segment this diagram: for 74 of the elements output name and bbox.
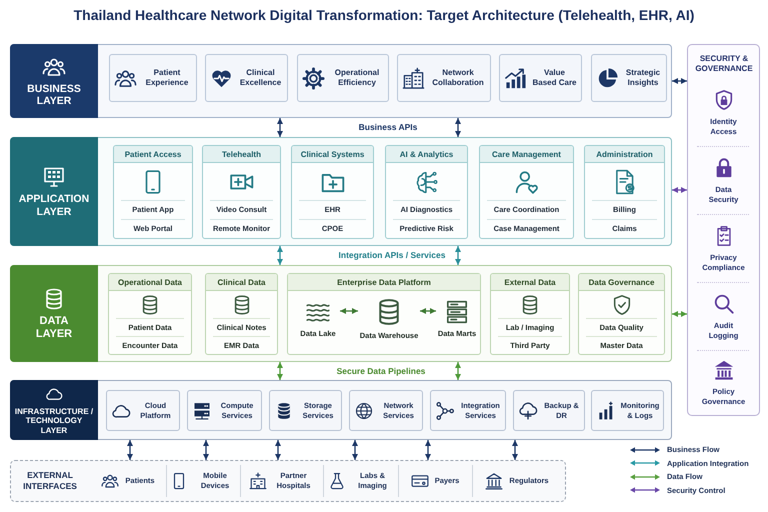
double-arrow bbox=[352, 440, 358, 460]
layer-title: DATA LAYER bbox=[36, 314, 72, 340]
double-arrow bbox=[203, 440, 209, 460]
capability-card bbox=[499, 54, 582, 102]
service-card bbox=[513, 390, 585, 431]
capability-card bbox=[109, 54, 197, 102]
interface-panel bbox=[10, 460, 566, 502]
card-header: Telehealth bbox=[203, 146, 280, 163]
capability-label: Value Based Care bbox=[532, 68, 577, 88]
double-arrow bbox=[455, 362, 461, 380]
layer-title: BUSINESS LAYER bbox=[27, 82, 81, 108]
double-arrow bbox=[277, 118, 283, 137]
double-arrow bbox=[277, 246, 283, 265]
platform-card bbox=[287, 273, 481, 355]
capability-card bbox=[397, 54, 491, 102]
service-card bbox=[269, 390, 342, 431]
double-arrow bbox=[340, 308, 358, 314]
double-arrow bbox=[425, 440, 431, 460]
flow-label: Integration APIs / Services bbox=[338, 250, 446, 260]
service-card bbox=[349, 390, 423, 431]
capability-card bbox=[297, 54, 389, 102]
data-card bbox=[205, 273, 278, 355]
service-card bbox=[106, 390, 180, 431]
capability-label: Network Collaboration bbox=[431, 68, 485, 88]
panel-title: SECURITY & GOVERNANCE bbox=[694, 54, 754, 75]
double-arrow bbox=[455, 118, 461, 137]
application-card bbox=[202, 145, 281, 239]
double-arrow bbox=[420, 308, 436, 314]
double-arrow bbox=[277, 362, 283, 380]
card-header: Care Management bbox=[480, 146, 573, 163]
layer-panel bbox=[10, 44, 672, 118]
double-arrow bbox=[275, 440, 281, 460]
capability-label: Strategic Insights bbox=[624, 68, 662, 88]
flow-label: Secure Data Pipelines bbox=[336, 366, 426, 376]
capability-card bbox=[591, 54, 667, 102]
double-arrow bbox=[672, 78, 687, 84]
service-card bbox=[591, 390, 664, 431]
card-header: Administration bbox=[585, 146, 664, 163]
layer-title: INFRASTRUCTURE / TECHNOLOGY LAYER bbox=[14, 406, 94, 436]
application-card bbox=[385, 145, 468, 239]
layer-panel bbox=[10, 137, 672, 246]
application-card bbox=[479, 145, 574, 239]
capability-label: Patient Experience bbox=[144, 68, 190, 88]
double-arrow bbox=[512, 440, 518, 460]
card-header: AI & Analytics bbox=[386, 146, 467, 163]
data-card bbox=[108, 273, 192, 355]
card-header: Clinical Systems bbox=[292, 146, 373, 163]
capability-label: Clinical Excellence bbox=[238, 68, 282, 88]
application-card bbox=[584, 145, 665, 239]
page-title: Thailand Healthcare Network Digital Transformation: Target Architecture (Telehealth, EHR, AI) bbox=[72, 7, 696, 23]
layer-panel bbox=[10, 265, 672, 362]
layer-panel bbox=[10, 380, 672, 440]
sidebar-panel bbox=[687, 44, 760, 416]
capability-label: Operational Efficiency bbox=[334, 68, 380, 88]
double-arrow bbox=[672, 187, 687, 193]
card-header: Clinical Data bbox=[206, 274, 277, 291]
card-header: External Data bbox=[491, 274, 569, 291]
flow-label: Business APIs bbox=[358, 122, 418, 132]
double-arrow bbox=[127, 440, 133, 460]
card-header: Data Governance bbox=[579, 274, 664, 291]
double-arrow bbox=[672, 311, 687, 317]
application-card bbox=[113, 145, 193, 239]
double-arrow bbox=[455, 246, 461, 265]
panel-title: EXTERNAL INTERFACES bbox=[22, 470, 78, 492]
card-header: Patient Access bbox=[114, 146, 192, 163]
data-card bbox=[490, 273, 570, 355]
layer-title: APPLICATION LAYER bbox=[18, 193, 90, 218]
card-header: Operational Data bbox=[109, 274, 191, 291]
application-card bbox=[291, 145, 374, 239]
service-card bbox=[430, 390, 506, 431]
service-card bbox=[187, 390, 262, 431]
card-header: Enterprise Data Platform bbox=[288, 274, 480, 291]
capability-card bbox=[205, 54, 288, 102]
data-card bbox=[578, 273, 665, 355]
